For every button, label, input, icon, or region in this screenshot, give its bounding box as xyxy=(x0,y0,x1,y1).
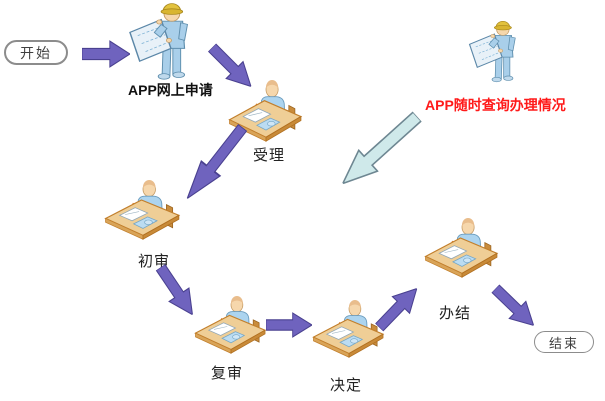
arrow-start-to-apply xyxy=(82,40,130,68)
end-node: 结束 xyxy=(534,331,594,353)
decision-clerk-figure xyxy=(312,300,386,358)
clerk-at-desk-icon xyxy=(194,296,268,354)
start-node: 开始 xyxy=(4,40,68,65)
arrow-second-review-to-decision xyxy=(266,312,312,338)
worker-reading-blueprint-icon xyxy=(468,20,530,84)
step-label-decision: 决定 xyxy=(330,378,363,394)
step-label-accept: 受理 xyxy=(253,148,286,164)
arrow-complete-to-end xyxy=(486,279,542,335)
applicant-figure xyxy=(128,2,206,82)
arrow-accept-to-first-review xyxy=(177,120,253,207)
clerk-at-desk-icon xyxy=(424,218,500,278)
step-label-first-review: 初审 xyxy=(138,254,171,270)
end-node-label: 结束 xyxy=(548,335,579,351)
worker-reading-blueprint-icon xyxy=(128,2,206,82)
query-user-figure xyxy=(468,20,530,84)
first-review-clerk-figure xyxy=(104,180,182,240)
start-node-label: 开始 xyxy=(20,46,52,62)
query-note-label: APP随时查询办理情况 xyxy=(425,97,566,113)
complete-clerk-figure xyxy=(424,218,500,278)
second-review-clerk-figure xyxy=(194,296,268,354)
step-label-apply: APP网上申请 xyxy=(128,82,213,98)
clerk-at-desk-icon xyxy=(312,300,386,358)
query-arrow xyxy=(333,105,427,194)
step-label-second-review: 复审 xyxy=(211,366,244,382)
step-label-complete: 办结 xyxy=(439,306,472,322)
clerk-at-desk-icon xyxy=(104,180,182,240)
